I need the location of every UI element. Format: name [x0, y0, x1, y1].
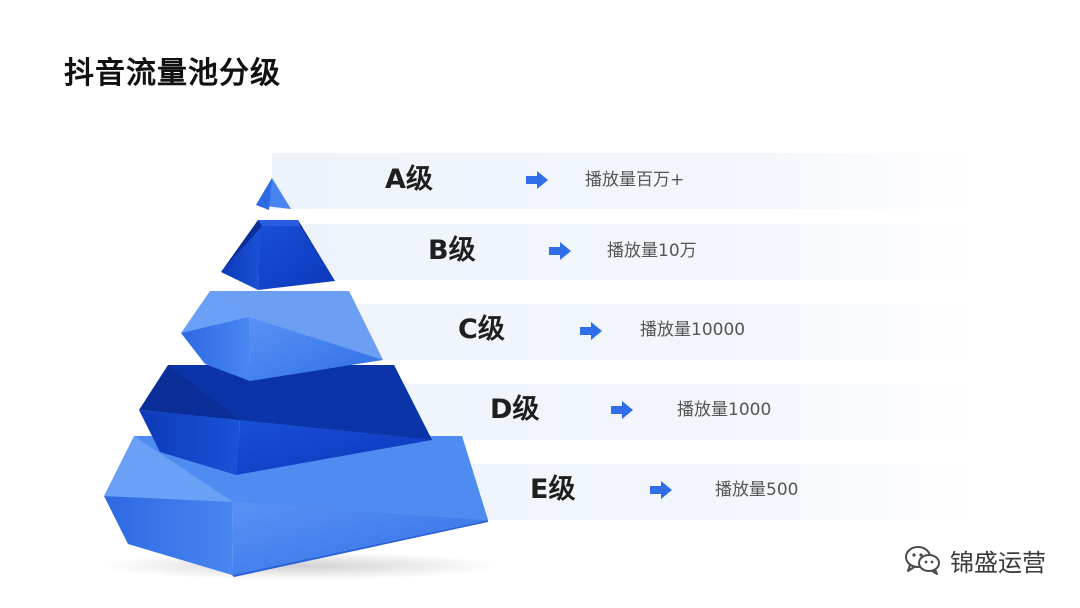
right-arrow-icon: [611, 401, 633, 419]
watermark-text: 锦盛运营: [950, 548, 1046, 577]
right-arrow-icon: [526, 171, 548, 189]
level-label-a: A级: [385, 164, 433, 195]
right-arrow-icon: [650, 481, 672, 499]
level-label-b: B级: [428, 235, 476, 266]
level-desc-e: 播放量500: [715, 480, 799, 500]
level-desc-d: 播放量1000: [677, 400, 772, 420]
level-label-e: E级: [530, 474, 576, 505]
level-desc-b: 播放量10万: [607, 241, 697, 261]
level-band-c: [272, 304, 972, 360]
wechat-icon: [905, 546, 940, 575]
watermark: 锦盛运营: [904, 541, 1046, 579]
level-desc-c: 播放量10000: [640, 320, 746, 340]
page-title: 抖音流量池分级: [64, 56, 281, 91]
pyramid-tier-b: [221, 220, 335, 290]
pyramid-tier-c: [181, 291, 383, 381]
right-arrow-icon: [580, 322, 602, 340]
level-label-c: C级: [458, 314, 505, 345]
pyramid-graphic: [100, 178, 500, 580]
pyramid-tier-d: [139, 365, 432, 475]
level-band-a: [272, 153, 972, 209]
level-desc-a: 播放量百万+: [585, 170, 685, 190]
right-arrow-icon: [549, 242, 571, 260]
level-label-d: D级: [490, 394, 540, 425]
level-band-b: [272, 224, 972, 280]
pyramid-tier-a: [256, 178, 291, 210]
